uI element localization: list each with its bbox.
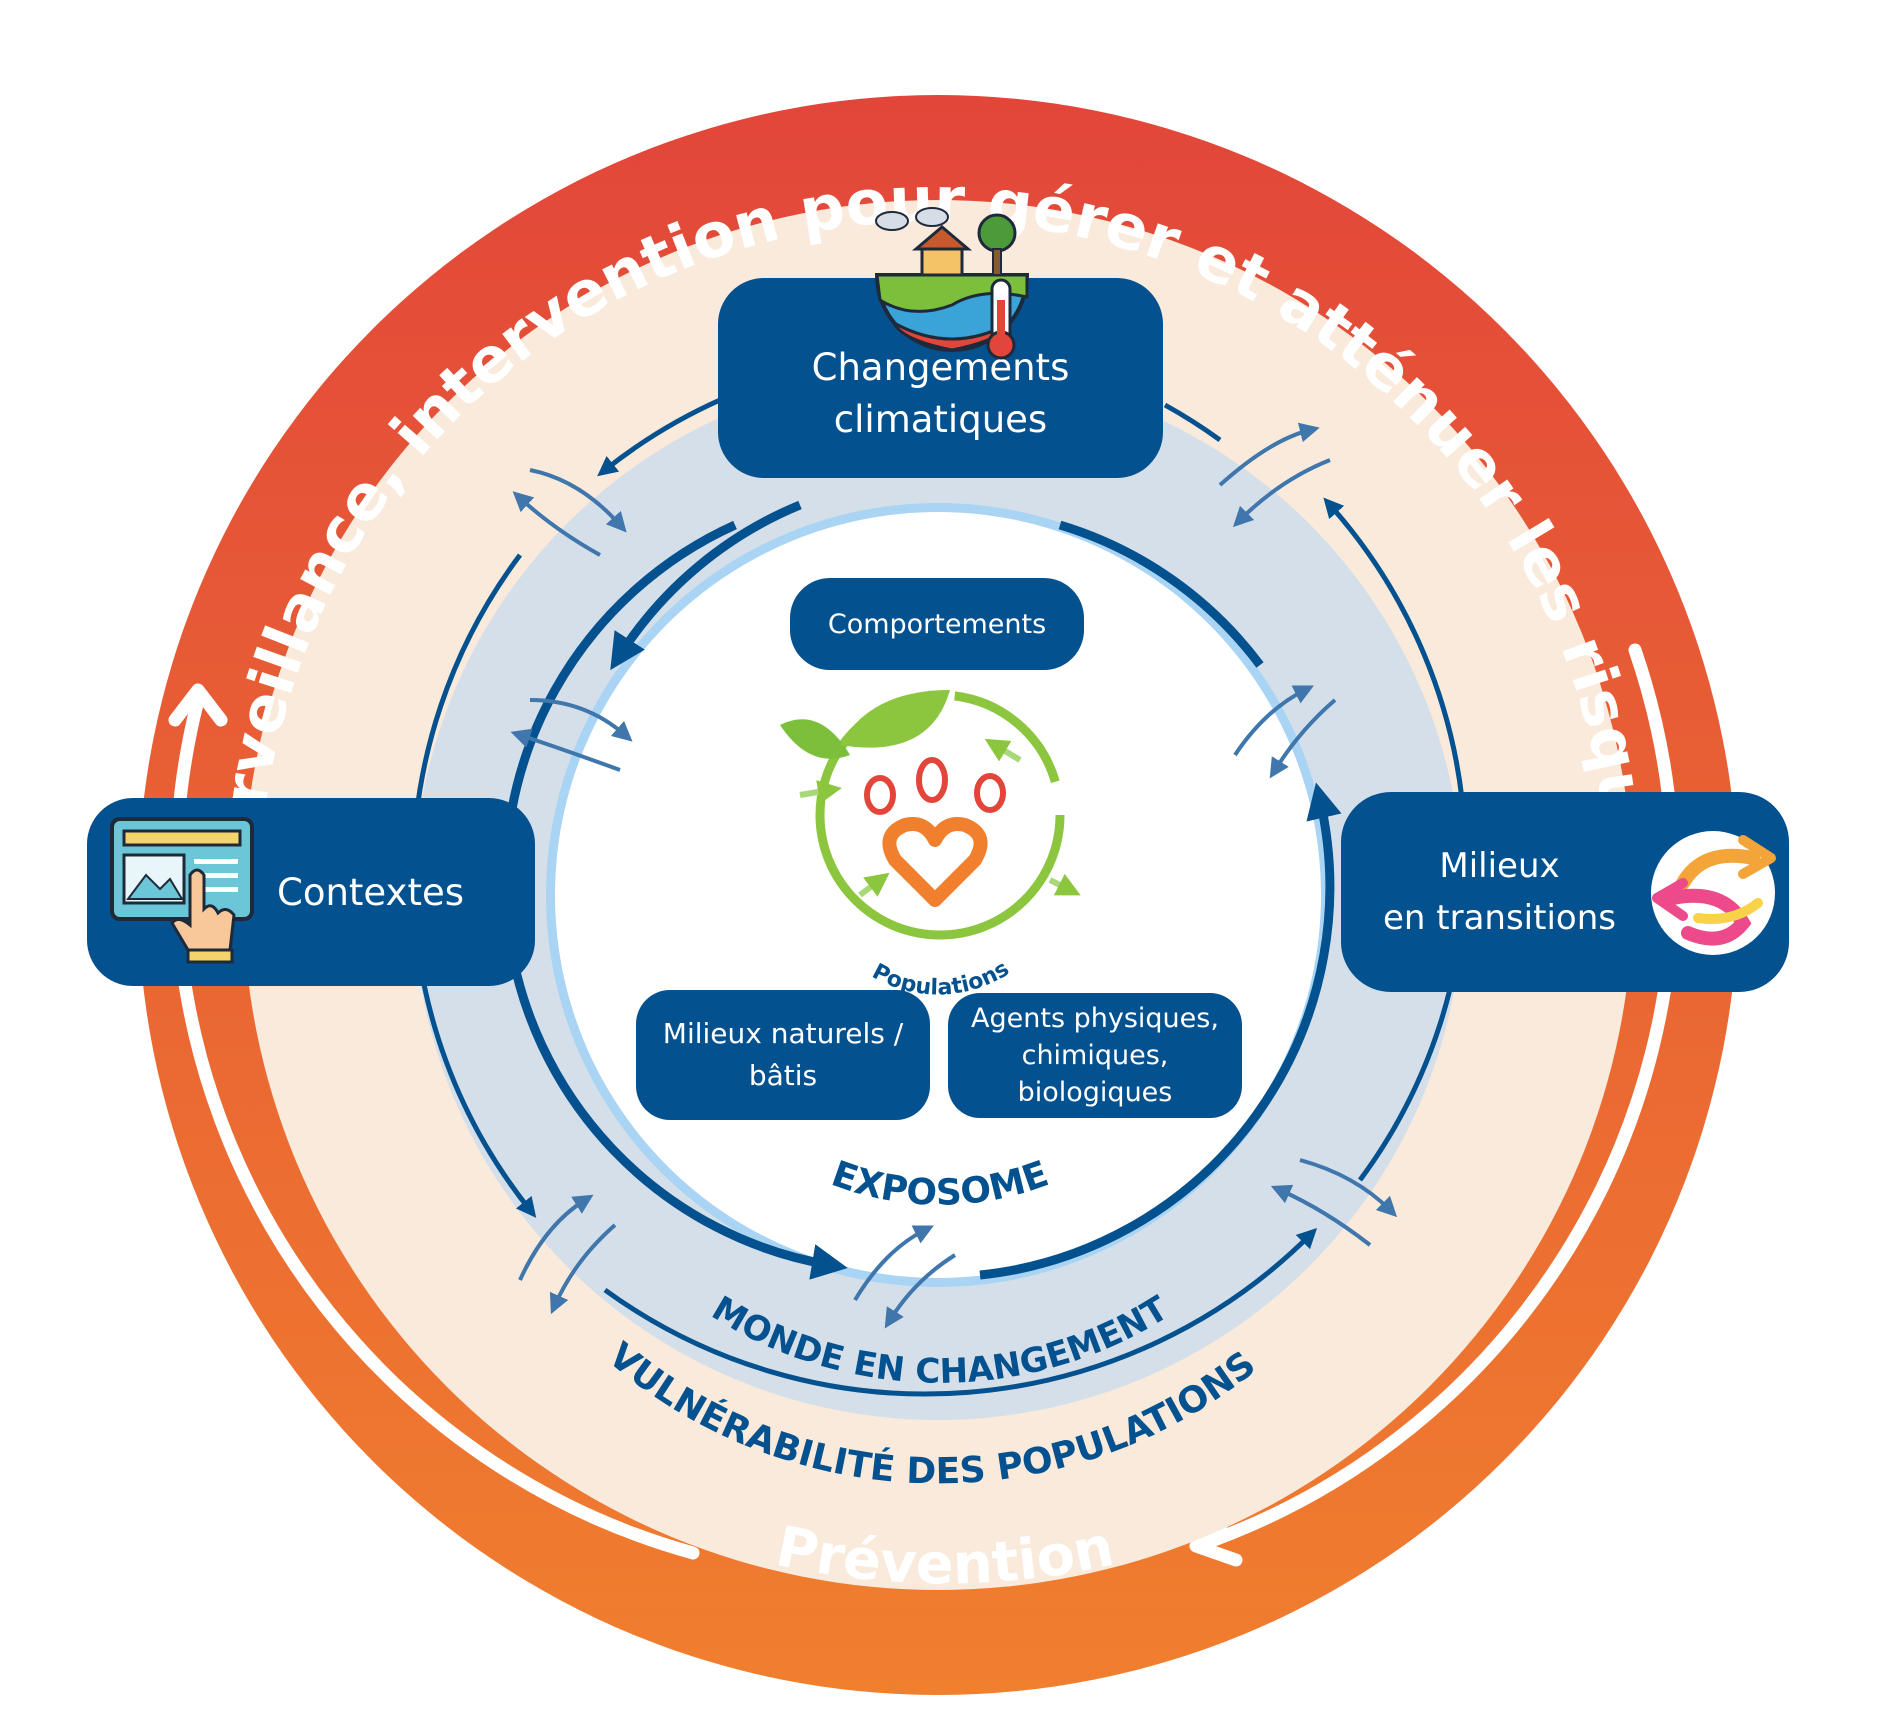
nat-line-1: Milieux naturels /	[662, 1017, 904, 1050]
vuln-ring-arc-bottom	[603, 1227, 1318, 1397]
changements-line-1: Changements	[811, 346, 1070, 389]
comportements-label: Comportements	[827, 608, 1047, 640]
agents-line-1: Agents physiques,	[971, 1003, 1219, 1034]
milieux-line-1: Milieux	[1439, 846, 1560, 886]
comportements-box: Comportements	[790, 578, 1084, 670]
agents-line-2: chimiques,	[1021, 1040, 1169, 1071]
transition-arrows-icon	[1651, 831, 1776, 955]
exposome-arc-right	[979, 782, 1342, 1280]
climate-world-icon	[874, 207, 1030, 360]
vuln-ring-arc-top	[597, 397, 722, 477]
milieux-naturels-box: Milieux naturels / bâtis	[636, 990, 930, 1120]
bidirectional-arrows	[510, 422, 1398, 1329]
contextes-label: Contextes	[277, 870, 464, 914]
populations-logo-icon	[780, 690, 1081, 940]
agents-box: Agents physiques, chimiques, biologiques	[948, 993, 1242, 1118]
screen-touch-icon	[110, 817, 254, 964]
vuln-ring-arc-topright	[1163, 402, 1222, 443]
agents-line-3: biologiques	[1017, 1077, 1173, 1108]
milieux-line-2: en transitions	[1383, 898, 1616, 938]
up-arrow-head	[168, 683, 228, 727]
nat-line-2: bâtis	[748, 1059, 818, 1092]
changements-line-2: climatiques	[833, 398, 1048, 441]
exposome-arc-topleft	[610, 500, 802, 671]
exposome-arc-top	[1058, 520, 1264, 668]
